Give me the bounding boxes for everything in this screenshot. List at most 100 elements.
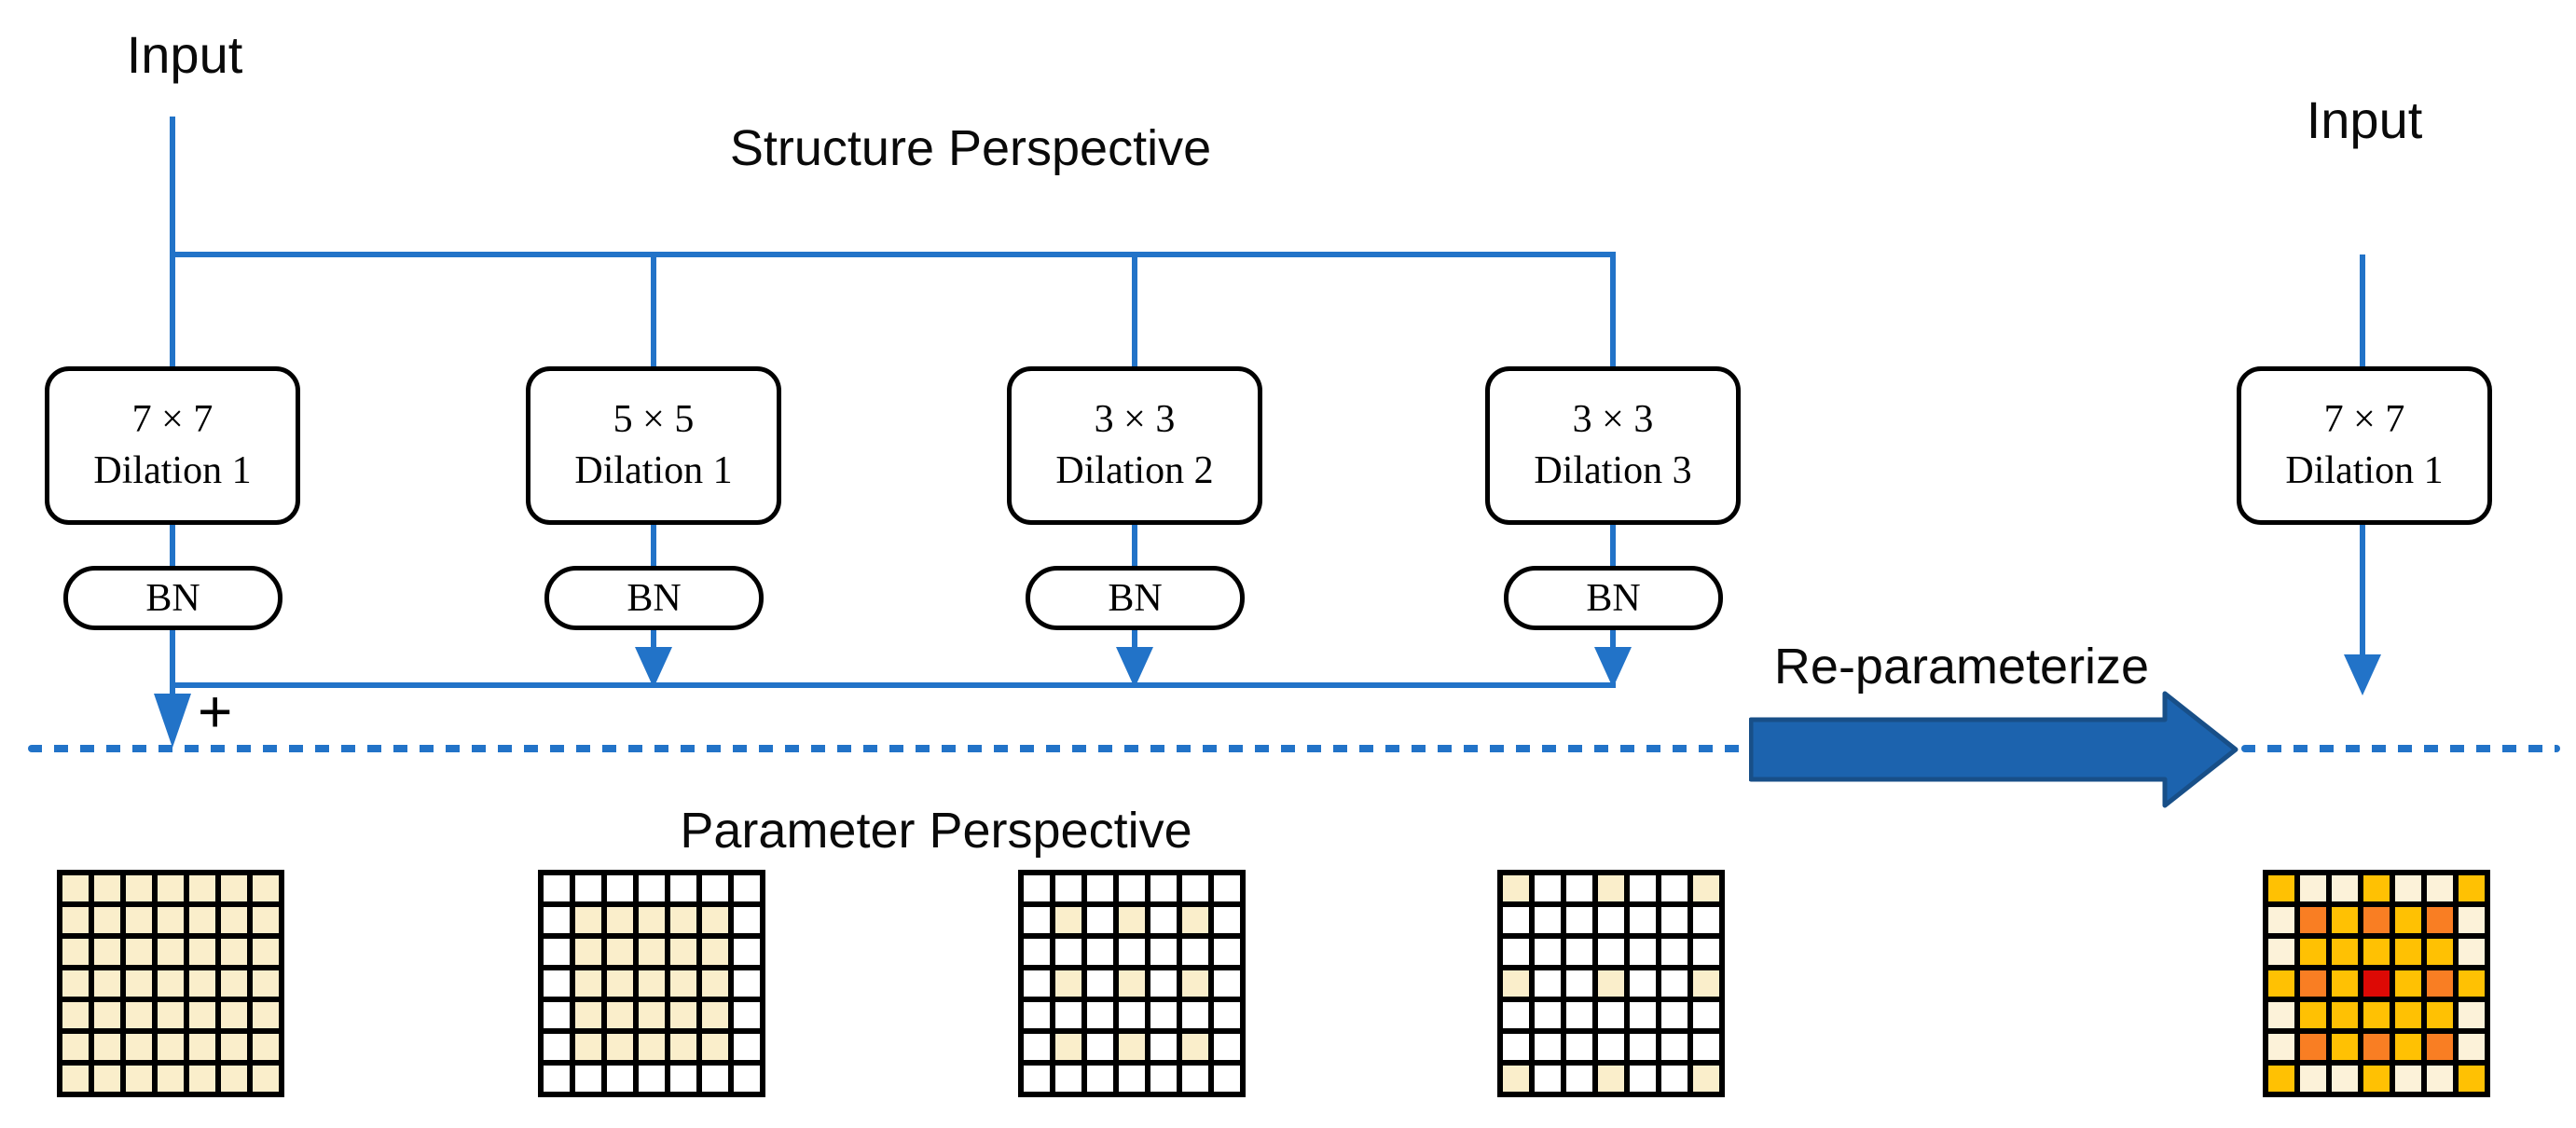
kernel-cell bbox=[1055, 970, 1081, 997]
kernel-cell bbox=[1055, 1002, 1081, 1028]
reparameterize-label: Re-parameterize bbox=[1773, 639, 2150, 695]
kernel-cell bbox=[575, 907, 601, 933]
perspective-separator-dashed-left bbox=[28, 745, 1749, 752]
parameter-perspective-title: Parameter Perspective bbox=[680, 803, 1192, 859]
kernel-cell bbox=[1693, 907, 1719, 933]
kernel-cell bbox=[1535, 1066, 1561, 1092]
kernel-cell bbox=[126, 907, 152, 933]
kernel-cell bbox=[189, 875, 215, 901]
kernel-cell bbox=[1630, 1066, 1656, 1092]
kernel-cell bbox=[253, 1066, 279, 1092]
conv-box-merged-7x7-d1: 7 × 7 Dilation 1 bbox=[2237, 366, 2492, 525]
kernel-cell bbox=[2332, 1034, 2358, 1060]
kernel-cell bbox=[1150, 1066, 1177, 1092]
kernel-cell bbox=[702, 907, 728, 933]
kernel-cell bbox=[1182, 907, 1208, 933]
kernel-cell bbox=[221, 1034, 247, 1060]
kernel-cell bbox=[2332, 875, 2358, 901]
bn-label: BN bbox=[627, 576, 682, 620]
kernel-cell bbox=[1693, 970, 1719, 997]
kernel-cell bbox=[1693, 875, 1719, 901]
kernel-cell bbox=[253, 970, 279, 997]
kernel-cell bbox=[639, 875, 665, 901]
kernel-cell bbox=[670, 939, 696, 965]
kernel-cell bbox=[1598, 970, 1624, 997]
kernel-cell bbox=[734, 1034, 760, 1060]
kernel-cell bbox=[2427, 1002, 2453, 1028]
kernel-cell bbox=[126, 875, 152, 901]
branch-distribution-line bbox=[170, 252, 1616, 257]
kernel-cell bbox=[2427, 1034, 2453, 1060]
kernel-cell bbox=[1661, 875, 1687, 901]
kernel-cell bbox=[544, 1002, 570, 1028]
kernel-cell bbox=[94, 1002, 120, 1028]
kernel-cell bbox=[1630, 1034, 1656, 1060]
kernel-cell bbox=[1119, 1002, 1145, 1028]
kernel-cell bbox=[1535, 875, 1561, 901]
kernel-cell bbox=[670, 907, 696, 933]
kernel-cell bbox=[2459, 1066, 2485, 1092]
input-trunk-line bbox=[170, 117, 175, 366]
right-output-line bbox=[2360, 525, 2365, 660]
conv-dilation: Dilation 1 bbox=[2285, 449, 2444, 492]
kernel-cell bbox=[544, 1066, 570, 1092]
kernel-cell bbox=[1150, 1034, 1177, 1060]
kernel-cell bbox=[639, 907, 665, 933]
kernel-cell bbox=[189, 1002, 215, 1028]
kernel-cell bbox=[94, 875, 120, 901]
kernel-cell bbox=[94, 907, 120, 933]
kernel-cell bbox=[1214, 939, 1240, 965]
conv-box-3x3-d3: 3 × 3 Dilation 3 bbox=[1485, 366, 1741, 525]
conv-kernel-size: 7 × 7 bbox=[131, 397, 214, 441]
kernel-cell bbox=[1119, 970, 1145, 997]
kernel-cell bbox=[1630, 907, 1656, 933]
kernel-cell bbox=[544, 875, 570, 901]
kernel-cell bbox=[94, 1066, 120, 1092]
kernel-cell bbox=[575, 875, 601, 901]
kernel-cell bbox=[1566, 970, 1592, 997]
branch3-drop-line bbox=[1132, 257, 1137, 366]
kernel-cell bbox=[2268, 1034, 2294, 1060]
kernel-cell bbox=[1630, 970, 1656, 997]
kernel-cell bbox=[670, 1002, 696, 1028]
kernel-cell bbox=[1598, 939, 1624, 965]
kernel-cell bbox=[1214, 907, 1240, 933]
kernel-cell bbox=[62, 1034, 89, 1060]
kernel-cell bbox=[702, 875, 728, 901]
kernel-cell bbox=[1693, 1034, 1719, 1060]
kernel-cell bbox=[2300, 970, 2326, 997]
conv-dilation: Dilation 3 bbox=[1534, 449, 1692, 492]
kernel-cell bbox=[702, 1002, 728, 1028]
bn-box-3: BN bbox=[1026, 566, 1245, 630]
kernel-cell bbox=[1024, 939, 1050, 965]
bn-label: BN bbox=[1108, 576, 1163, 620]
branch3-arrowhead-icon bbox=[1116, 647, 1153, 688]
sum-arrowhead-icon bbox=[154, 694, 191, 748]
kernel-cell bbox=[221, 875, 247, 901]
conv-kernel-size: 7 × 7 bbox=[2323, 397, 2405, 441]
kernel-cell bbox=[94, 970, 120, 997]
kernel-cell bbox=[2363, 1066, 2390, 1092]
kernel-cell bbox=[702, 970, 728, 997]
kernel-cell bbox=[1087, 1034, 1113, 1060]
kernel-grid-merged bbox=[2263, 870, 2490, 1097]
kernel-cell bbox=[1598, 1066, 1624, 1092]
kernel-grid-7x7-d1 bbox=[57, 870, 284, 1097]
kernel-cell bbox=[1182, 1002, 1208, 1028]
kernel-cell bbox=[670, 1066, 696, 1092]
kernel-cell bbox=[639, 1066, 665, 1092]
input-label-right: Input bbox=[2306, 90, 2423, 149]
kernel-cell bbox=[734, 907, 760, 933]
kernel-cell bbox=[221, 970, 247, 997]
kernel-cell bbox=[575, 1034, 601, 1060]
branch3-conv-bn-line bbox=[1132, 525, 1137, 566]
kernel-cell bbox=[1087, 939, 1113, 965]
kernel-cell bbox=[126, 939, 152, 965]
kernel-cell bbox=[2300, 939, 2326, 965]
kernel-cell bbox=[607, 1002, 633, 1028]
kernel-cell bbox=[1182, 970, 1208, 997]
kernel-cell bbox=[734, 970, 760, 997]
kernel-cell bbox=[2395, 907, 2421, 933]
kernel-cell bbox=[639, 939, 665, 965]
